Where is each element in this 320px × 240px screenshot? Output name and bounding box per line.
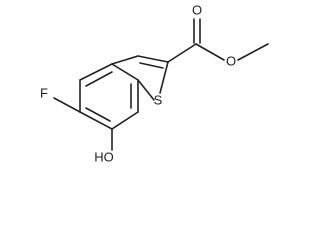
bond-c6-c5-inner	[85, 107, 111, 122]
atom-fluorine: F	[40, 85, 48, 100]
bond-c4-c3a-inner	[85, 71, 113, 87]
bond-carbonyl-oester	[195, 43, 225, 61]
bond-c3a-c3	[111, 55, 139, 65]
atom-sulfur: S	[154, 92, 163, 107]
bond-c2-carbonyl	[167, 43, 197, 63]
bond-c4-c3a	[79, 63, 113, 81]
bond-c3a-c7a	[111, 63, 139, 81]
atom-oxygen-carbonyl: O	[192, 2, 202, 17]
atom-hydroxyl: HO	[94, 149, 114, 164]
atom-oxygen-ester: O	[226, 53, 236, 68]
benzothiophene-structure: O O S F HO	[40, 2, 269, 164]
bond-c3-c2-inner	[139, 62, 164, 69]
structure-canvas: O O S F HO	[40, 2, 269, 164]
bond-c5-f	[53, 97, 81, 113]
bond-s-c7a	[137, 79, 155, 101]
bond-c2-s	[159, 61, 169, 94]
bond-c6-c5	[79, 111, 113, 130]
bond-c3-c2	[137, 55, 169, 63]
bond-c7-c6	[111, 111, 139, 130]
bond-oester-methyl	[237, 43, 269, 61]
